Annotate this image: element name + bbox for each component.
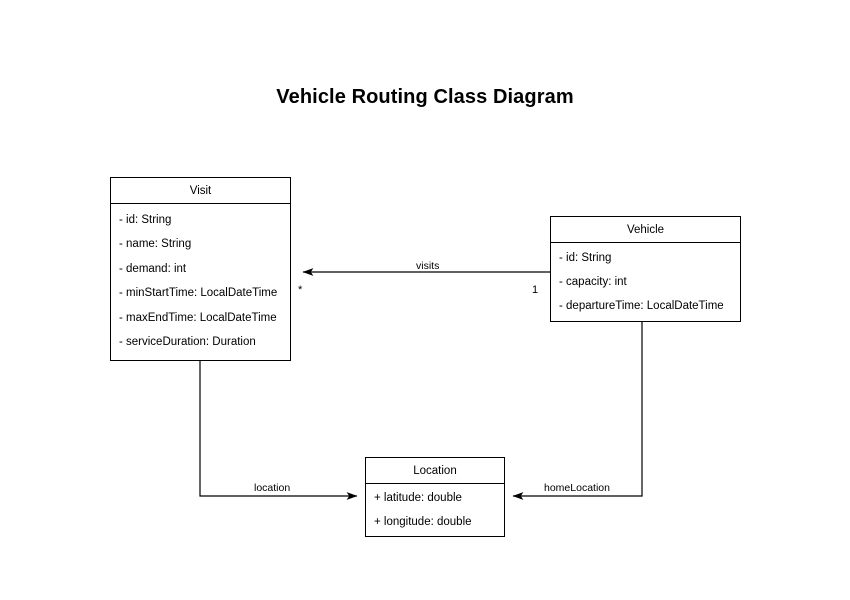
uml-attributes-vehicle: - id: String - capacity: int - departure… (551, 243, 740, 322)
uml-attribute: - id: String (559, 251, 612, 264)
uml-attribute: - name: String (119, 238, 192, 251)
uml-attribute: - minStartTime: LocalDateTime (119, 287, 278, 300)
uml-class-name-visit: Visit (111, 178, 290, 204)
uml-attribute: - capacity: int (559, 275, 627, 288)
edge-location (199, 361, 358, 500)
uml-attribute: + latitude: double (374, 491, 462, 504)
uml-class-vehicle[interactable]: Vehicle - id: String - capacity: int - d… (550, 216, 741, 322)
edge-label-visits: visits (416, 260, 440, 272)
uml-attribute: - departureTime: LocalDateTime (559, 299, 724, 312)
uml-attribute: - serviceDuration: Duration (119, 336, 256, 349)
edge-label-location: location (254, 482, 291, 494)
uml-class-name-vehicle: Vehicle (551, 217, 740, 243)
uml-attribute: - id: String (119, 213, 172, 226)
uml-attributes-location: + latitude: double + longitude: double (366, 484, 504, 537)
uml-attribute: + longitude: double (374, 516, 472, 529)
multiplicity-vehicle-side: 1 (532, 284, 539, 296)
uml-attribute: - maxEndTime: LocalDateTime (119, 311, 277, 324)
uml-class-visit[interactable]: Visit - id: String - name: String - dema… (110, 177, 291, 361)
uml-attribute: - demand: int (119, 262, 187, 275)
uml-attributes-visit: - id: String - name: String - demand: in… (111, 204, 290, 361)
page-title: Vehicle Routing Class Diagram (276, 86, 574, 108)
uml-class-name-location: Location (366, 458, 504, 484)
edge-home-location (512, 322, 643, 500)
multiplicity-visit-side: * (298, 284, 303, 296)
uml-class-location[interactable]: Location + latitude: double + longitude:… (365, 457, 505, 537)
edge-label-home-location: homeLocation (544, 482, 610, 494)
